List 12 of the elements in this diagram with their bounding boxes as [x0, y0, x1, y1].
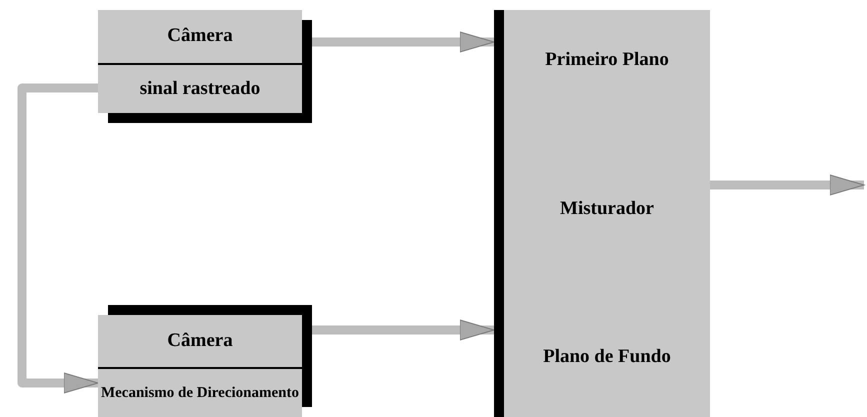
box-label: Plano de Fundo	[543, 346, 671, 368]
arrow	[710, 174, 864, 196]
box-label: sinal rastreado	[140, 78, 260, 100]
box-label: Mecanismo de Direcionamento	[100, 384, 300, 401]
box-label: Primeiro Plano	[545, 49, 669, 70]
box-label: Câmera	[167, 24, 233, 48]
process-box	[98, 10, 302, 113]
box-label: Misturador	[560, 198, 654, 219]
box-label: Câmera	[167, 328, 233, 352]
process-box	[98, 315, 302, 417]
process-box	[494, 10, 710, 417]
arrow	[18, 84, 98, 394]
